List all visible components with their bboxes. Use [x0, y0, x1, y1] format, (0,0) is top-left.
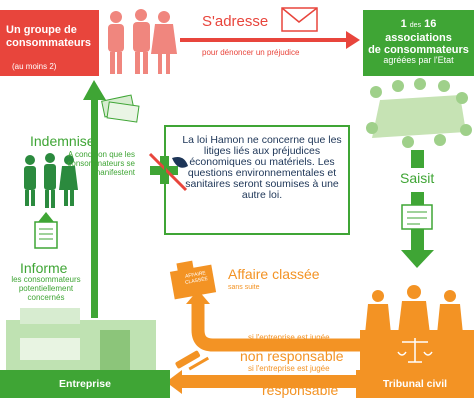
- responsable-condition: si l'entreprise est jugée: [248, 364, 330, 373]
- indemnise-arrow: [83, 80, 106, 318]
- associations-count-num: 16: [424, 18, 437, 30]
- informe-sub: les consommateurs potentiellement concer…: [6, 275, 86, 302]
- associations-count-mid: des: [409, 22, 422, 29]
- gavel-icon: [175, 350, 210, 371]
- consumers-title: Un groupe de consommateurs: [6, 24, 91, 49]
- envelope-icon: [281, 7, 318, 32]
- informe-sub-2: potentiellement: [18, 284, 74, 293]
- informe-document-icon: [34, 212, 58, 249]
- non-responsable-condition: si l'entreprise est jugée: [248, 333, 330, 342]
- indemnise-label: Indemnise: [30, 133, 95, 149]
- adresse-label: S'adresse: [202, 13, 269, 30]
- hamon-law-text: La loi Hamon ne concerne que les litiges…: [182, 134, 342, 201]
- non-responsable-label: non responsable: [240, 348, 344, 364]
- adresse-sub: pour dénoncer un préjudice: [202, 48, 300, 57]
- associations-heading: 1 des 16 associations de consommateurs: [363, 18, 474, 56]
- building-icon: [6, 308, 156, 370]
- non-responsable-arrow: [186, 290, 363, 352]
- responsable-label: responsable: [262, 382, 339, 398]
- indemnise-sub: A condition que les consommateurs se man…: [50, 150, 135, 177]
- indemnise-sub-3: manifestent: [93, 168, 135, 177]
- associations-count-prefix: 1: [400, 18, 407, 30]
- associations-line3: de consommateurs: [368, 44, 469, 56]
- affaire-label: Affaire classée: [228, 266, 320, 282]
- document-scroll-icon: [401, 204, 433, 230]
- adresse-arrow: [180, 31, 360, 49]
- money-bills-icon: [101, 94, 140, 123]
- hamon-law-box: La loi Hamon ne concerne que les litiges…: [164, 125, 350, 235]
- saisit-label: Saisit: [400, 170, 435, 186]
- scales-of-justice-icon: [397, 338, 433, 363]
- folder-icon: [169, 260, 217, 300]
- meeting-table-icon: [366, 78, 472, 148]
- entreprise-box: Entreprise: [0, 370, 170, 398]
- consumers-box: Un groupe de consommateurs (au moins 2): [0, 10, 99, 76]
- associations-line2: associations: [385, 32, 452, 44]
- judges-icon: [360, 285, 474, 370]
- consumers-people-icon: [108, 9, 177, 74]
- tribunal-box: Tribunal civil: [356, 370, 474, 398]
- affaire-sub: sans suite: [228, 284, 260, 291]
- associations-box: 1 des 16 associations de consommateurs a…: [363, 10, 474, 76]
- indemnified-people-icon: [24, 153, 78, 208]
- informe-label: Informe: [20, 260, 68, 276]
- responsable-arrow: [166, 370, 356, 394]
- informe-sub-3: concernés: [27, 293, 65, 302]
- indemnise-sub-1: A condition que les: [67, 150, 135, 159]
- informe-sub-1: les consommateurs: [11, 275, 81, 284]
- consumers-subtitle: (au moins 2): [12, 62, 57, 71]
- indemnise-sub-2: consommateurs se: [67, 159, 135, 168]
- associations-line4: agréées par l'Etat: [383, 55, 454, 65]
